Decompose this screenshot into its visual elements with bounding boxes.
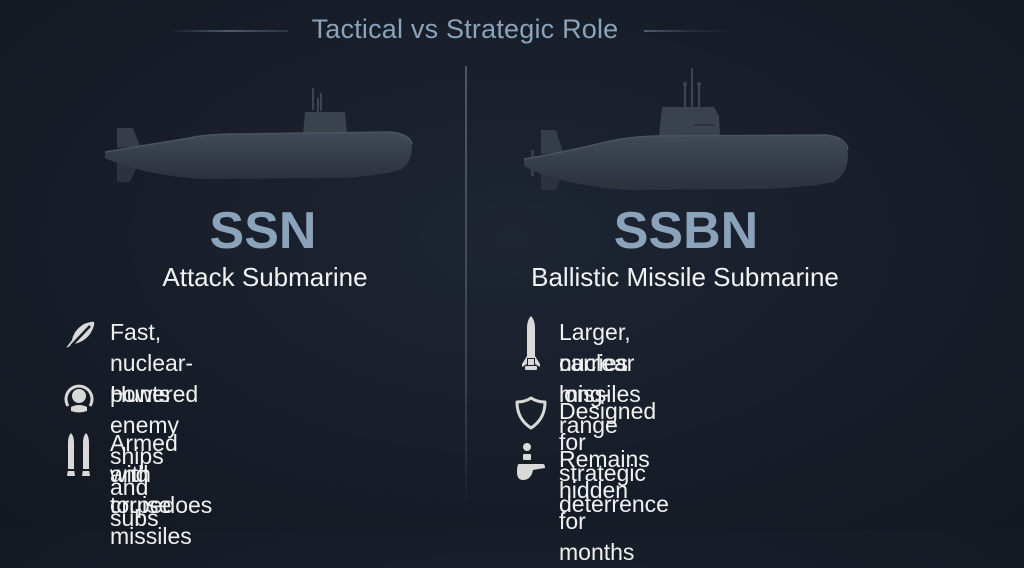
ssbn-feature-text: Designed for strategic deterrence: [559, 398, 669, 517]
ssbn-submarine-illustration: [516, 66, 856, 196]
target-person-icon: [64, 384, 94, 413]
title-line-left: [170, 30, 288, 32]
ssbn-code: SSBN: [613, 202, 759, 260]
ssbn-feature-item: [520, 316, 542, 372]
missile-icon: [522, 316, 540, 370]
shield-icon: [515, 396, 547, 430]
ssbn-feature-item: [515, 442, 545, 482]
ssn-feature-text: Hunts enemy ships and subs: [110, 381, 180, 531]
page-title: Tactical vs Strategic Role: [311, 14, 619, 44]
ssbn-feature-text: nuclear missiles: [559, 350, 641, 407]
torpedoes-icon: [67, 433, 90, 476]
ssn-name: Attack Submarine: [162, 262, 368, 292]
ssn-code: SSN: [209, 202, 317, 260]
ssbn-name: Ballistic Missile Submarine: [531, 262, 839, 292]
ssn-feature-text: and cruise missiles: [110, 461, 192, 549]
rocket-speed-icon: [66, 321, 95, 348]
ssn-feature-item: [63, 380, 95, 414]
ssbn-feature-text: Larger, carries long-range: [559, 319, 631, 438]
ssn-feature-text: Armed with torpedoes: [110, 430, 213, 518]
title-line-right: [644, 30, 734, 32]
submarine-icon: [523, 68, 849, 190]
ssn-submarine-illustration: [100, 88, 420, 188]
ssbn-feature-item: [515, 395, 547, 431]
ssn-feature-item: [62, 318, 96, 352]
ssn-feature-item: [66, 433, 94, 479]
ssbn-feature-text: Remains hidden for months: [559, 446, 650, 565]
column-divider: [465, 66, 467, 510]
ssn-feature-text: Fast, nuclear-powered: [110, 319, 199, 407]
submarine-icon: [104, 88, 413, 182]
hidden-person-icon: [517, 443, 545, 480]
